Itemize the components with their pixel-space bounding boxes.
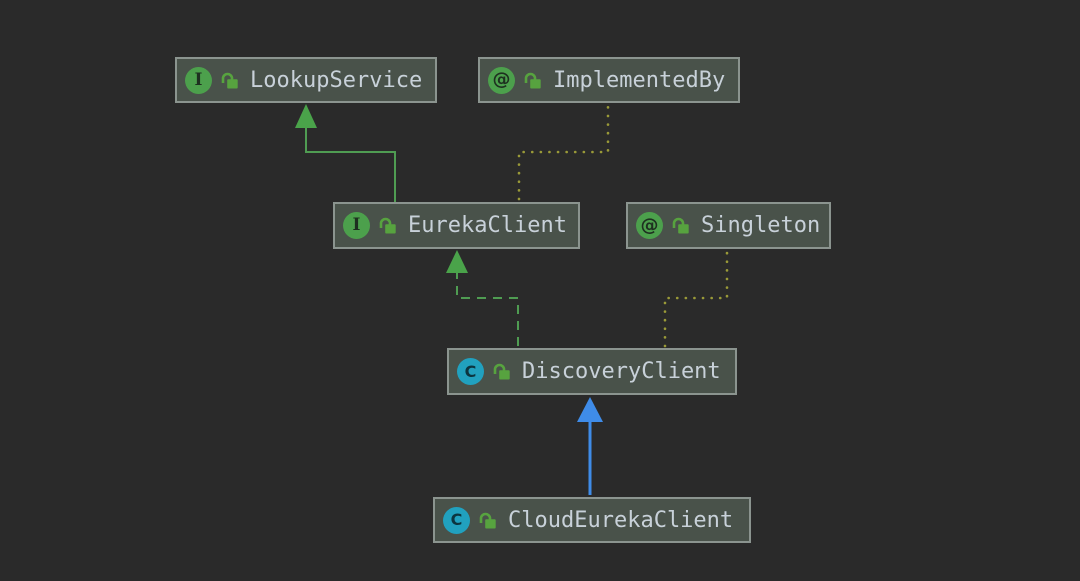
edge-cloudeurekaclient-extends-discoveryclient[interactable] <box>577 397 603 495</box>
node-singleton[interactable]: @ Singleton <box>626 202 831 249</box>
node-label: CloudEurekaClient <box>508 507 734 533</box>
open-lock-icon <box>377 215 398 236</box>
node-label: LookupService <box>250 67 423 93</box>
interface-icon: I <box>185 66 212 94</box>
open-lock-icon <box>219 70 240 91</box>
annotation-icon: @ <box>636 212 663 239</box>
node-eureka-client[interactable]: I EurekaClient <box>333 202 580 249</box>
edge-discoveryclient-implements-eurekaclient[interactable] <box>446 250 519 346</box>
open-lock-icon <box>491 361 512 382</box>
node-lookup-service[interactable]: I LookupService <box>175 57 437 103</box>
edge-eurekaclient-extends-lookupservice[interactable] <box>295 104 396 202</box>
node-implemented-by[interactable]: @ ImplementedBy <box>478 57 740 103</box>
interface-icon: I <box>343 212 370 239</box>
node-label: ImplementedBy <box>553 67 726 93</box>
open-lock-icon <box>477 510 498 531</box>
annotation-icon: @ <box>488 66 515 94</box>
open-lock-icon <box>670 215 691 236</box>
edge-discoveryclient-annotated-by-singleton[interactable] <box>663 250 729 348</box>
node-label: EurekaClient <box>408 213 567 238</box>
node-cloud-eureka-client[interactable]: C CloudEurekaClient <box>433 497 751 543</box>
node-label: Singleton <box>701 213 821 238</box>
open-lock-icon <box>522 70 543 91</box>
node-discovery-client[interactable]: C DiscoveryClient <box>447 348 737 395</box>
class-icon: C <box>457 358 484 385</box>
node-label: DiscoveryClient <box>522 359 721 384</box>
edge-eurekaclient-annotated-by-implementedby[interactable] <box>517 104 610 201</box>
class-icon: C <box>443 506 470 534</box>
